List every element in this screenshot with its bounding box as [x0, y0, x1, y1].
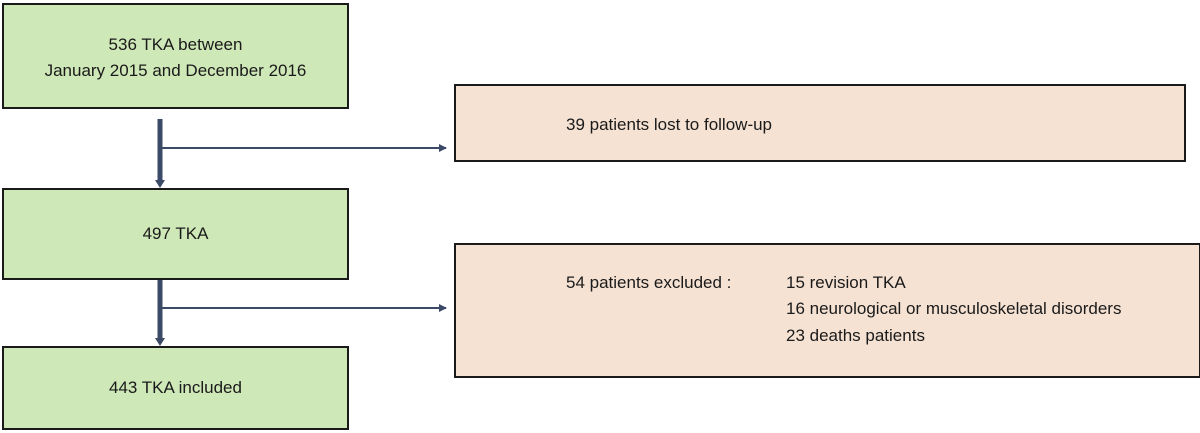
exclusion-reason-disorders: 16 neurological or musculoskeletal disor…: [786, 299, 1122, 319]
node-middle-text: 497 TKA: [142, 224, 209, 243]
node-final-included: 443 TKA included: [2, 346, 349, 430]
node-excluded: 54 patients excluded : 15 revision TKA 1…: [454, 243, 1200, 378]
exclusion-reason-revision: 15 revision TKA: [786, 273, 906, 292]
arrow-down-icon: [155, 180, 165, 188]
node-initial-tka: 536 TKA between January 2015 and Decembe…: [2, 3, 349, 109]
arrow-down-icon: [155, 338, 165, 346]
node-initial-text: 536 TKA between January 2015 and Decembe…: [4, 32, 347, 85]
node-lost-text: 39 patients lost to follow-up: [566, 115, 773, 134]
node-final-text: 443 TKA included: [109, 378, 242, 397]
node-excluded-lead: 54 patients excluded :: [566, 273, 732, 292]
exclusion-reasons: 15 revision TKA 16 neurological or muscu…: [786, 270, 1121, 349]
node-middle-tka: 497 TKA: [2, 188, 349, 280]
exclusion-reason-deaths: 23 deaths patients: [786, 325, 925, 345]
node-initial-line2: January 2015 and December 2016: [44, 61, 307, 81]
connector-initial-to-middle: [155, 119, 447, 188]
node-lost-to-follow-up: 39 patients lost to follow-up: [454, 84, 1186, 162]
node-initial-line1: 536 TKA between: [108, 35, 243, 54]
connector-middle-to-final: [155, 280, 447, 346]
